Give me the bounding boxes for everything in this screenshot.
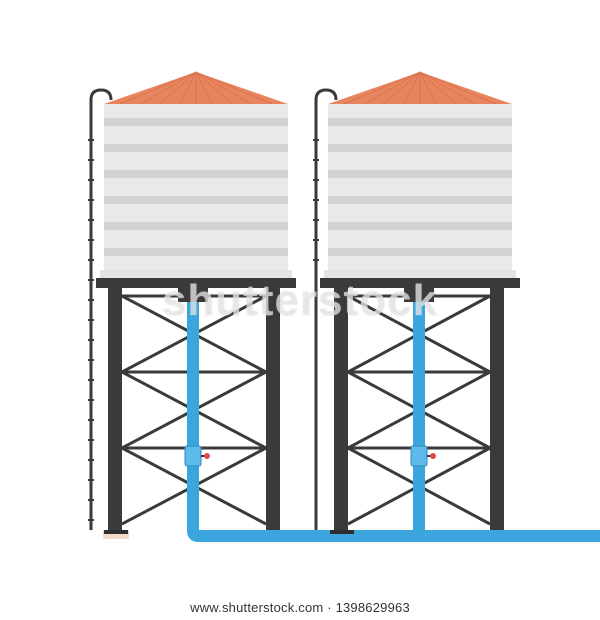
right-valve-icon [410,445,436,467]
right-water-tower [313,71,600,542]
right-roof [328,71,512,105]
footer-credit: www.shutterstock.com · 1398629963 [190,600,410,615]
left-leg-left [108,288,122,532]
left-water-tower [88,71,420,542]
left-valve-icon [184,445,210,467]
right-pipe [413,302,600,542]
right-gauge-ladder-icon [313,88,338,530]
left-pipe [187,302,420,542]
left-platform [96,278,296,288]
right-tank-icon [324,104,516,280]
left-roof [104,71,288,105]
left-leg-right [266,288,280,532]
footer-bar [0,586,600,620]
right-platform [320,278,520,288]
right-leg-right [490,288,504,532]
right-leg-left [334,288,348,532]
left-tank-icon [100,104,292,280]
left-gauge-ladder-icon [88,88,129,539]
